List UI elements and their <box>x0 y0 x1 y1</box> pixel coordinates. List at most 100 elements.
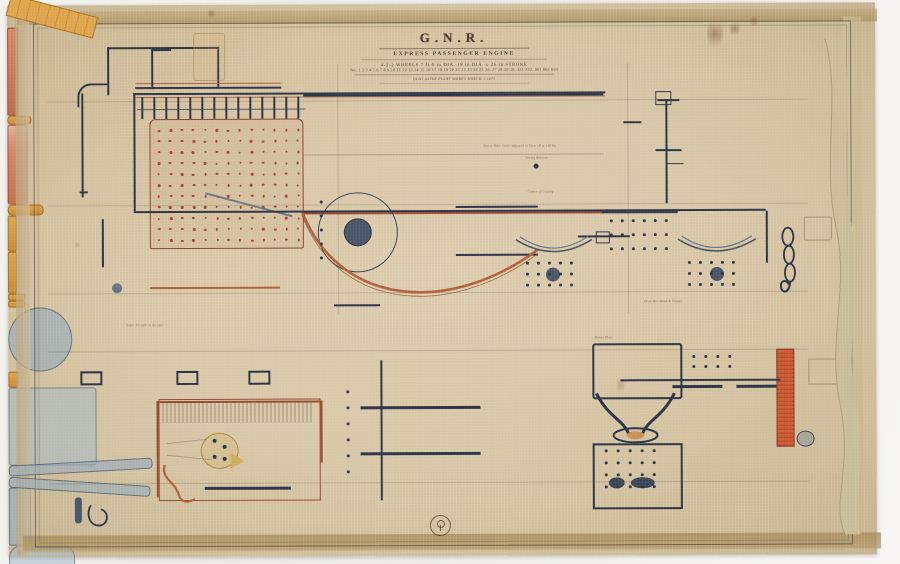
bolt <box>709 260 713 264</box>
staybolt <box>169 194 173 198</box>
staybolt <box>216 238 219 241</box>
bolt <box>704 354 708 358</box>
bolt <box>664 219 668 223</box>
bolt <box>547 261 551 265</box>
staybolt <box>250 239 254 242</box>
bolt <box>558 272 562 276</box>
staybolt <box>204 173 207 176</box>
bolt <box>710 282 714 286</box>
linen-sheet: G.N.R. EXPRESS PASSENGER ENGINE 4-2-2 WH… <box>5 0 882 564</box>
note-throat-plate: Throat Plate <box>594 335 613 340</box>
bolt <box>732 282 736 286</box>
drawn-line: DONCASTER PLANT WORKS MARCH 1 1870 <box>412 77 496 82</box>
staybolt <box>215 129 219 132</box>
bolt <box>346 470 350 474</box>
staybolt <box>169 129 173 132</box>
staybolt <box>180 151 184 154</box>
centre-of-gravity-marker <box>533 163 539 169</box>
spec-line-2: No. 1 2 3 4 5 6 7 8 9 10 11 12 13 14 15 … <box>350 66 559 73</box>
pipe-run-right <box>320 400 323 463</box>
staybolt <box>261 227 265 231</box>
feed-pipe-vertical <box>81 93 85 198</box>
staybolt <box>191 128 195 132</box>
staybolt <box>284 172 288 175</box>
stand-pipe <box>151 49 153 90</box>
title-block: G.N.R. EXPRESS PASSENGER ENGINE 4-2-2 WH… <box>339 30 569 87</box>
staybolt <box>272 128 276 132</box>
bolt <box>652 461 656 465</box>
staybolt <box>191 173 195 177</box>
bolt <box>653 219 657 223</box>
staybolt <box>191 150 195 154</box>
bolt <box>620 247 624 251</box>
buffer-face-plan <box>796 430 815 447</box>
bolt <box>547 272 551 276</box>
dome-cap <box>623 121 642 123</box>
bolt <box>616 473 620 477</box>
bolt <box>616 485 620 489</box>
bolt <box>720 260 724 264</box>
staybolt <box>250 194 254 197</box>
note-spring-balance: Spring Balance <box>525 155 549 160</box>
bolt <box>346 390 350 394</box>
bolt <box>640 473 644 477</box>
staybolt <box>203 140 207 144</box>
staybolt <box>285 216 288 220</box>
staybolt <box>192 161 196 165</box>
bolt <box>709 271 713 275</box>
staybolt <box>204 205 207 209</box>
bolt <box>526 283 530 287</box>
bolt <box>548 283 552 287</box>
injector-pipe <box>162 464 196 503</box>
staybolt <box>226 172 230 175</box>
frame-stretcher-plan <box>248 370 271 385</box>
cover-bolt <box>222 444 227 449</box>
staybolt <box>203 183 207 187</box>
bolt <box>558 261 562 265</box>
seal-ring-icon <box>436 519 445 529</box>
staybolt <box>169 172 173 176</box>
staybolt <box>193 206 196 209</box>
bolt <box>728 354 732 358</box>
staybolt <box>193 228 196 231</box>
bolt <box>319 200 323 204</box>
reversing-rod <box>204 486 291 490</box>
valve-rod <box>360 451 481 456</box>
drawbar-hook-and-chain <box>779 226 796 293</box>
staybolt <box>157 162 161 166</box>
bolt <box>731 260 735 264</box>
bolt <box>604 449 608 453</box>
frame-plate-edge <box>101 219 105 268</box>
bolt <box>620 219 624 223</box>
bolt <box>652 485 656 489</box>
staybolt <box>169 239 173 242</box>
reversing-lever <box>74 497 82 524</box>
frame-stretcher-plan <box>176 370 199 386</box>
staybolt <box>226 150 230 154</box>
bolt <box>731 271 735 275</box>
bolt <box>604 473 608 477</box>
note-drawbar: Draw Bar Hook & Chain <box>644 299 681 304</box>
staybolt <box>274 183 277 186</box>
staybolt <box>226 194 230 198</box>
staybolt <box>157 184 161 187</box>
bolt <box>559 283 563 287</box>
staybolt <box>157 139 161 143</box>
bolt <box>664 247 668 251</box>
staybolt <box>204 195 207 198</box>
bolt <box>609 233 613 237</box>
staybolt <box>192 140 196 143</box>
bolt <box>616 461 620 465</box>
grate-hatching <box>162 400 315 424</box>
staybolt <box>261 140 265 143</box>
staybolt <box>157 205 161 209</box>
leaf-spring <box>677 235 757 252</box>
bolt <box>319 214 323 218</box>
staybolt <box>169 217 173 221</box>
bolt <box>716 354 720 358</box>
cab-rear-plate <box>133 93 136 212</box>
staybolt <box>250 128 254 131</box>
motion-centreline <box>380 360 384 501</box>
staybolt <box>239 205 242 209</box>
regulator-lever <box>655 149 682 151</box>
